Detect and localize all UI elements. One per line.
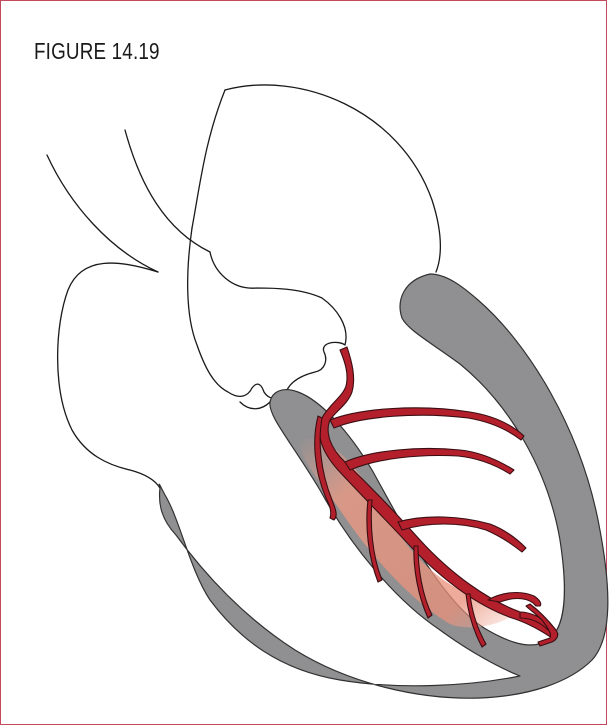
atrial-appendage-outline [188, 228, 346, 399]
ventricular-wall [159, 274, 608, 698]
left-atrium-outline [58, 263, 160, 488]
great-vessels-outline [47, 85, 440, 488]
myocardium [159, 274, 608, 698]
aorta-outline [47, 155, 158, 272]
branch-1 [330, 408, 524, 440]
